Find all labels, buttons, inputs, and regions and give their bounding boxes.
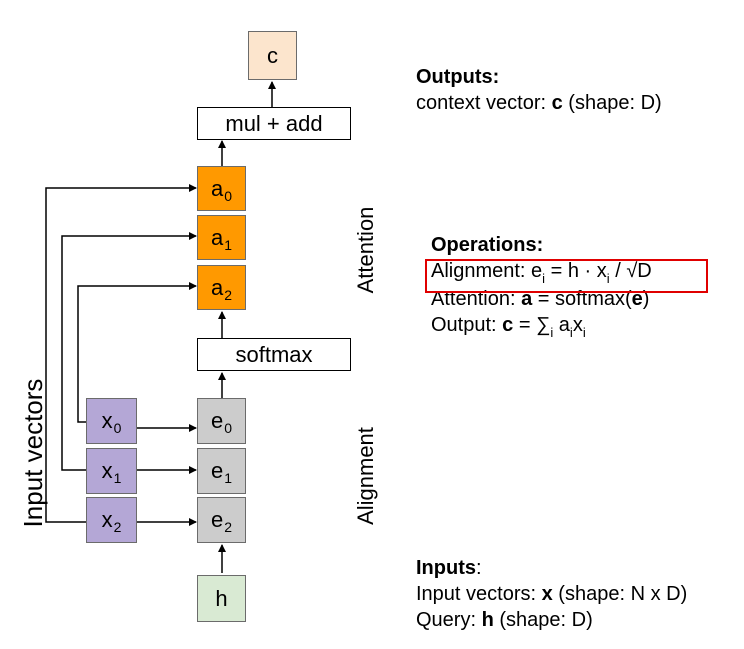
input-subscript: 1 [113, 470, 122, 486]
outputs-line-bold: c [551, 92, 563, 114]
softmax-box: softmax [197, 338, 351, 371]
inputs-line2-prefix: Query: [416, 609, 482, 631]
alignment-eq-label: Alignment: e [431, 260, 543, 282]
inputs-heading-colon: : [476, 557, 482, 579]
alignment-highlight-box [425, 259, 708, 293]
alignment-symbol: e [210, 507, 224, 532]
input-subscript: 0 [113, 420, 122, 436]
inputs-heading: Inputs [416, 557, 476, 579]
input-symbol: x [101, 458, 113, 483]
outputs-line-suffix: (shape: D) [562, 92, 662, 114]
output-eq-sub1: i [550, 325, 554, 340]
attention-symbol: a [210, 175, 224, 201]
alignment-eq-tail: / √D [609, 260, 652, 282]
inputs-line2-bold: h [481, 609, 494, 631]
mul-add-label: mul + add [225, 110, 323, 136]
arrow-x1-to-a1 [61, 232, 197, 471]
output-eq-bold-c: c [502, 314, 514, 336]
softmax-label: softmax [235, 341, 313, 367]
alignment-eq-sub-i2: i [606, 271, 610, 286]
input-vectors-side-label: Input vectors [18, 378, 48, 528]
output-eq-a: a [553, 314, 570, 336]
attention-symbol: a [210, 224, 224, 250]
inputs-line1: Input vectors: x (shape: N x D) [416, 581, 687, 607]
output-eq-sub2: i [569, 325, 573, 340]
arrow-x2-to-a0 [45, 184, 197, 523]
outputs-line: context vector: c (shape: D) [416, 90, 662, 116]
query-label: h [215, 585, 228, 611]
inputs-line1-prefix: Input vectors: [416, 583, 542, 605]
attention-symbol: a [210, 274, 224, 300]
output-eq-x: x [572, 314, 583, 336]
attention-eq-bold-a: a [521, 288, 533, 310]
outputs-line-prefix: context vector: [416, 92, 552, 114]
attention-subscript: 0 [224, 187, 233, 204]
attention-side-label: Attention [353, 206, 378, 294]
alignment-eq-sub-i: i [542, 271, 546, 286]
alignment-side-label: Alignment [353, 427, 378, 525]
outputs-heading: Outputs: [416, 66, 500, 88]
inputs-line2-suffix: (shape: D) [493, 609, 593, 631]
operations-alignment-line: Alignment: ei = h · xi / √D [431, 258, 652, 286]
output-eq-mid: = ∑ [513, 314, 551, 336]
inputs-panel: Inputs: Input vectors: x (shape: N x D) … [416, 555, 687, 633]
attention-eq-prefix: Attention: [431, 288, 522, 310]
operations-output-line: Output: c = ∑i aixi [431, 312, 652, 340]
operations-heading: Operations: [431, 234, 544, 256]
attention-subscript: 1 [224, 236, 233, 253]
operations-panel: Operations: Alignment: ei = h · xi / √D … [431, 232, 652, 340]
output-eq-sub3: i [582, 325, 586, 340]
input-subscript: 2 [113, 519, 122, 535]
alignment-subscript: 1 [224, 470, 233, 486]
context-vector-box: c [248, 31, 297, 80]
mul-add-box: mul + add [197, 107, 351, 140]
attention-eq-mid: = softmax( [532, 288, 632, 310]
attention-subscript: 2 [224, 286, 233, 303]
query-box: h [197, 575, 246, 622]
outputs-panel: Outputs: context vector: c (shape: D) [416, 64, 662, 116]
operations-attention-line: Attention: a = softmax(e) [431, 286, 652, 312]
alignment-subscript: 0 [224, 420, 233, 436]
input-symbol: x [101, 408, 113, 433]
alignment-symbol: e [210, 408, 224, 433]
output-eq-prefix: Output: [431, 314, 503, 336]
context-vector-label: c [267, 42, 278, 68]
arrow-x0-to-a2 [77, 282, 197, 423]
alignment-eq-mid: = h · x [545, 260, 607, 282]
inputs-line1-suffix: (shape: N x D) [552, 583, 688, 605]
alignment-symbol: e [210, 458, 224, 483]
alignment-subscript: 2 [224, 519, 233, 535]
inputs-line2: Query: h (shape: D) [416, 607, 687, 633]
attention-eq-tail: ) [642, 288, 650, 310]
input-symbol: x [101, 507, 113, 532]
inputs-line1-bold: x [541, 583, 553, 605]
attention-eq-bold-e: e [631, 288, 643, 310]
